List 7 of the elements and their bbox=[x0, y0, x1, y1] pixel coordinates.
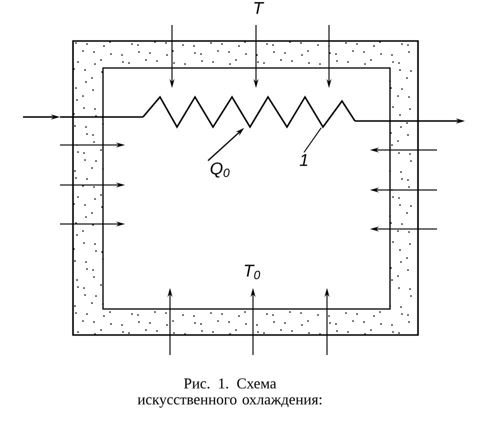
leader-line bbox=[304, 127, 322, 153]
temperature-label: T bbox=[254, 2, 264, 14]
coil bbox=[142, 95, 356, 129]
callout-label: 1 bbox=[300, 154, 308, 166]
temperature-label: T$_{0}$ bbox=[244, 264, 260, 280]
caption: Рис. 1. Схема искусственного охлаждения: bbox=[138, 378, 322, 408]
callout-label: Q$_{0}$ bbox=[210, 162, 230, 178]
